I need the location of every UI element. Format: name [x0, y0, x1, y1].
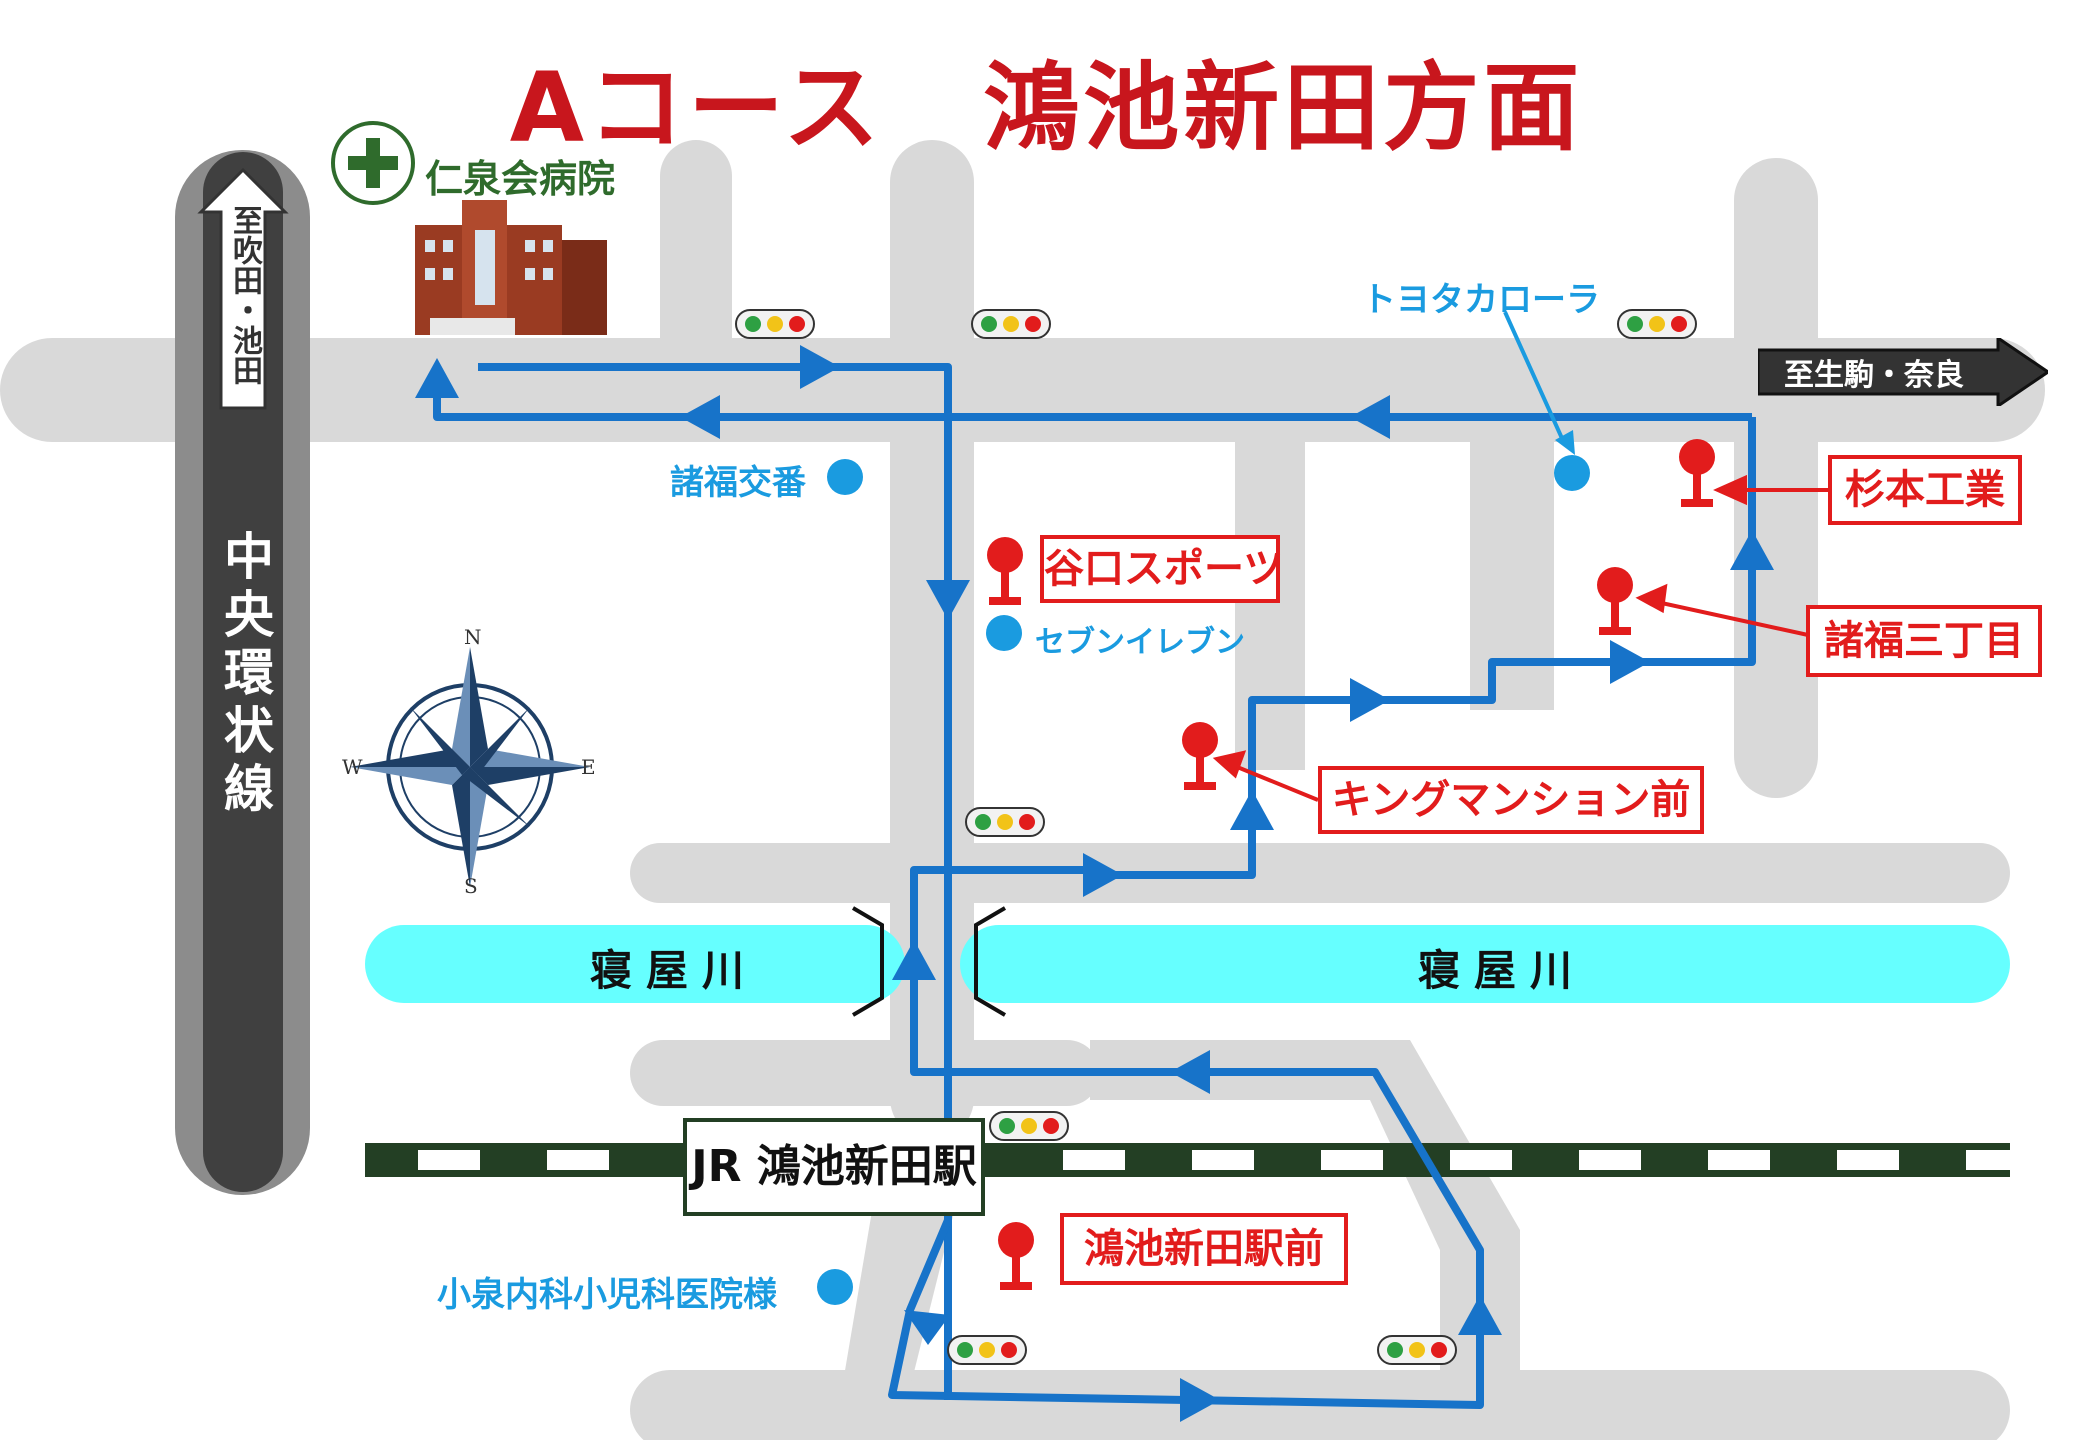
bus-stop-pins: [987, 439, 1715, 1290]
railway: [365, 1143, 2028, 1177]
route-arrow-icon: [415, 358, 459, 398]
route-arrow-icon: [1230, 790, 1274, 830]
compass-s: S: [464, 874, 478, 898]
road-v2: [890, 140, 974, 1140]
route-arrow-icon: [1610, 640, 1650, 684]
bus-stop-label-sugimoto: 杉本工業: [1828, 455, 2022, 525]
route-arrow-icon: [680, 395, 720, 439]
road-v3: [1235, 440, 1305, 770]
route-arrow-icon: [926, 580, 970, 620]
landmark-dot-icon: [817, 1269, 853, 1305]
bus-stop-label-king: キングマンション前: [1318, 766, 1704, 834]
river-east: [960, 925, 2010, 1003]
traffic-light-icon: [947, 1335, 1027, 1365]
road-mid: [630, 843, 2010, 903]
expressway-inner: [203, 152, 283, 1192]
rail-dash: [1192, 1150, 1254, 1170]
landmark-label-seven: セブンイレブン: [1035, 625, 1245, 660]
landmark-label-koban: 諸福交番: [670, 463, 806, 503]
river-label-west: 寝屋川: [590, 946, 759, 995]
bridge-left: [851, 906, 884, 1017]
page-title: Aコース 鴻池新田方面: [509, 52, 1584, 164]
callout-arrow-icon: [1713, 474, 1747, 506]
road-v4: [1470, 440, 1554, 710]
rail-dash: [1966, 1150, 2028, 1170]
route-arrow-icon: [1083, 853, 1123, 897]
compass-n: N: [464, 625, 482, 649]
traffic-light-icon: [971, 309, 1051, 339]
traffic-lights: [735, 309, 1697, 1365]
route-arrow-icon: [1170, 1050, 1210, 1094]
rail-dash: [1708, 1150, 1770, 1170]
bus-stop-pin-icon: [1597, 567, 1633, 635]
north-destination: 至吹田・池田: [224, 205, 264, 395]
north-arrow-icon: [197, 167, 289, 410]
traffic-light-icon: [965, 807, 1045, 837]
river-west: [365, 925, 905, 1003]
compass-e: E: [581, 755, 596, 779]
route-arrow-icon: [1458, 1295, 1502, 1335]
rail-dash: [1063, 1150, 1125, 1170]
north-destination-text: 至吹田・池田: [227, 205, 262, 385]
landmark-label-clinic: 小泉内科小児科医院様: [437, 1275, 777, 1315]
river: [365, 906, 2010, 1017]
callout-line-toyota: [1503, 311, 1567, 446]
traffic-light-icon: [735, 309, 815, 339]
station-label: JR 鴻池新田駅: [683, 1118, 985, 1216]
rail-dash: [1321, 1150, 1383, 1170]
bus-stop-label-taniguchi: 谷口スポーツ: [1040, 535, 1283, 603]
landmark-label-toyota: トヨタカローラ: [1362, 280, 1600, 320]
bus-stop-pin-icon: [1182, 722, 1218, 790]
route-arrow-icon: [1180, 1378, 1220, 1422]
traffic-light-icon: [1617, 309, 1697, 339]
bridge-right: [974, 906, 1007, 1017]
landmark-dot-icon: [986, 615, 1022, 651]
east-destination-arrow: 至生駒・奈良: [1756, 335, 2051, 409]
river-label-east: 寝屋川: [1418, 946, 1587, 995]
rail-dash: [418, 1150, 480, 1170]
rail-dash: [1450, 1150, 1512, 1170]
bus-stop-label-morofuku: 諸福三丁目: [1806, 605, 2042, 677]
route-line: [478, 363, 952, 1400]
bus-stop-pin-icon: [1679, 439, 1715, 507]
compass-rose-icon: N S E W: [342, 625, 596, 898]
hospital-name: 仁泉会病院: [425, 157, 616, 201]
route-arrow-icon: [800, 345, 840, 389]
road-south-river: [630, 1040, 1100, 1106]
east-destination-text: 至生駒・奈良: [1784, 358, 1964, 393]
expressway-text: 中央環状線: [216, 530, 274, 820]
expressway: [175, 150, 310, 1195]
landmark-dot-icon: [1554, 455, 1590, 491]
hospital-building-icon: [331, 121, 607, 335]
bus-stop-label-station: 鴻池新田駅前: [1060, 1213, 1348, 1285]
landmark-dot-icon: [827, 459, 863, 495]
road-v1: [660, 140, 732, 440]
route-arrow-icon: [1350, 678, 1390, 722]
route-arrow-icon: [1730, 530, 1774, 570]
compass-w: W: [342, 755, 363, 779]
landmark-dots: [817, 311, 1590, 1305]
rail-dash: [1579, 1150, 1641, 1170]
stop-callouts: [1212, 474, 1830, 802]
expressway-label: 中央環状線: [214, 530, 274, 834]
callout-arrow-icon: [1212, 750, 1247, 779]
route-arrow-icon: [904, 1310, 950, 1345]
rail-dash: [547, 1150, 609, 1170]
route-arrows: [415, 345, 1774, 1422]
traffic-light-icon: [989, 1111, 1069, 1141]
route-arrow-icon: [1350, 395, 1390, 439]
traffic-light-icon: [1377, 1335, 1457, 1365]
bus-stop-pin-icon: [987, 537, 1023, 605]
bus-stop-pin-icon: [998, 1222, 1034, 1290]
rail-dash: [1837, 1150, 1899, 1170]
callout-arrow-icon: [1555, 430, 1575, 455]
callout-arrow-icon: [1635, 583, 1668, 614]
route-arrow-icon: [892, 940, 936, 980]
